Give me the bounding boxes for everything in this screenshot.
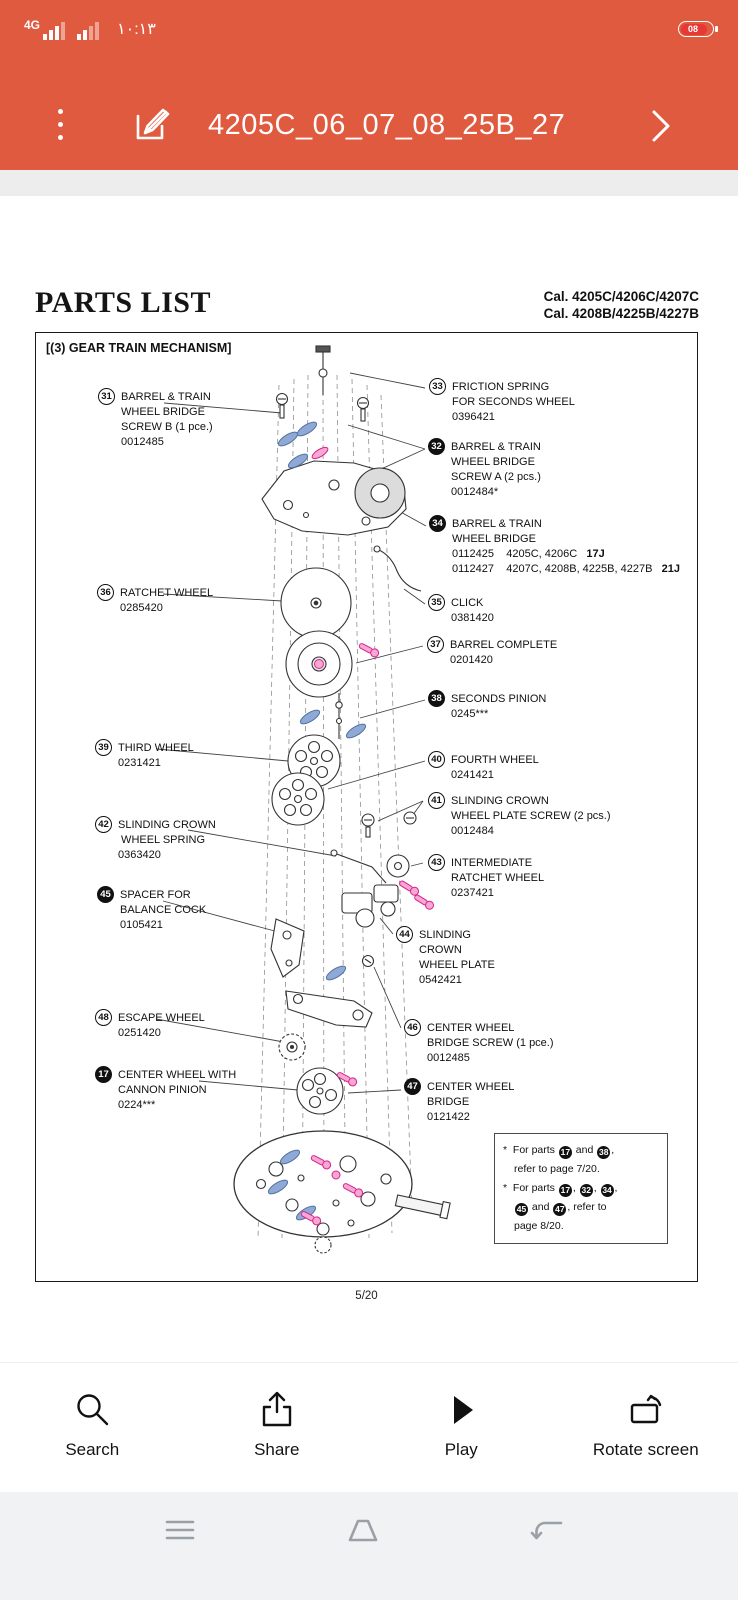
page-title: PARTS LIST bbox=[35, 286, 211, 319]
part-badge-45: 45 bbox=[97, 886, 114, 903]
note-part-badge-17: 17 bbox=[558, 1184, 572, 1197]
note-lines: * For parts 17 and 38, refer to page 7/20… bbox=[503, 1141, 659, 1236]
network-type-label: 4G bbox=[24, 18, 41, 32]
part-badge-43: 43 bbox=[428, 854, 445, 871]
note-line: * For parts 17 and 38, bbox=[503, 1144, 615, 1159]
kebab-menu-icon[interactable] bbox=[58, 109, 63, 140]
rotate-screen-label: Rotate screen bbox=[592, 1440, 699, 1459]
highlight-blue-parts bbox=[267, 421, 367, 1221]
part-badge-37: 37 bbox=[427, 636, 444, 653]
diagram-box: [(3) GEAR TRAIN MECHANISM] bbox=[35, 332, 698, 1282]
forward-chevron-icon[interactable] bbox=[644, 104, 678, 148]
part-badge-36: 36 bbox=[97, 584, 114, 601]
play-label: Play bbox=[444, 1440, 478, 1459]
play-button[interactable]: Play bbox=[369, 1363, 554, 1482]
part-badge-41: 41 bbox=[428, 792, 445, 809]
page-divider bbox=[0, 170, 738, 196]
highlight-pink-screws bbox=[300, 446, 435, 1226]
part-badge-44: 44 bbox=[396, 926, 413, 943]
part-badge-34: 34 bbox=[429, 515, 446, 532]
search-button[interactable]: Search bbox=[0, 1363, 185, 1482]
caliber-line-1: Cal. 4205C/4206C/4207C bbox=[543, 289, 699, 304]
battery-percent: 08 bbox=[687, 24, 698, 34]
part-badge-48: 48 bbox=[95, 1009, 112, 1026]
status-bar: 4G ١٠:١٣ 08 bbox=[0, 0, 738, 58]
note-line: refer to page 7/20. bbox=[514, 1163, 600, 1175]
bottom-toolbar: Search Share Play Rotate screen bbox=[0, 1362, 738, 1482]
note-part-badge-47: 47 bbox=[553, 1203, 567, 1216]
part-badge-33: 33 bbox=[429, 378, 446, 395]
rotate-screen-button[interactable]: Rotate screen bbox=[554, 1363, 738, 1482]
edit-icon[interactable] bbox=[130, 104, 172, 146]
rotate-screen-icon bbox=[630, 1394, 661, 1424]
battery-icon: 08 bbox=[678, 21, 718, 37]
clock: ١٠:١٣ bbox=[117, 21, 156, 38]
menu-icon[interactable] bbox=[160, 1510, 200, 1550]
share-button[interactable]: Share bbox=[185, 1363, 370, 1482]
back-icon[interactable] bbox=[528, 1510, 568, 1550]
footnote-box: * For parts 17 and 38, refer to page 7/20… bbox=[494, 1133, 668, 1244]
note-part-badge-45: 45 bbox=[515, 1203, 528, 1216]
search-label: Search bbox=[65, 1440, 120, 1459]
share-icon bbox=[262, 1391, 291, 1427]
leader-lines bbox=[155, 372, 427, 1094]
note-line: * For parts 17, 32, 34, bbox=[503, 1182, 618, 1197]
part-badge-31: 31 bbox=[98, 388, 115, 405]
signal-icon bbox=[43, 22, 66, 40]
exploded-diagram bbox=[155, 345, 451, 1254]
section-title: [(3) GEAR TRAIN MECHANISM] bbox=[46, 341, 232, 355]
parts-artwork bbox=[233, 345, 451, 1254]
note-part-badge-34: 34 bbox=[600, 1184, 614, 1197]
note-part-badge-38: 38 bbox=[597, 1146, 611, 1159]
page-number: 5/20 bbox=[355, 1290, 378, 1302]
signal2-icon bbox=[77, 22, 100, 40]
part-badge-32: 32 bbox=[428, 438, 445, 455]
note-part-badge-32: 32 bbox=[579, 1184, 593, 1197]
note-line: page 8/20. bbox=[514, 1220, 564, 1232]
note-line: 45 and 47, refer to bbox=[515, 1201, 607, 1216]
play-icon bbox=[454, 1396, 474, 1424]
part-badge-46: 46 bbox=[404, 1019, 421, 1036]
note-part-badge-17: 17 bbox=[558, 1146, 572, 1159]
document-title: 4205C_06_07_08_25B_27 bbox=[208, 109, 566, 141]
part-badge-38: 38 bbox=[428, 690, 445, 707]
home-icon[interactable] bbox=[343, 1510, 383, 1550]
part-badge-35: 35 bbox=[428, 594, 445, 611]
part-badge-39: 39 bbox=[95, 739, 112, 756]
share-label: Share bbox=[254, 1440, 300, 1459]
part-badge-40: 40 bbox=[428, 751, 445, 768]
part-badge-47: 47 bbox=[404, 1078, 421, 1095]
caliber-list: Cal. 4205C/4206C/4207C Cal. 4208B/4225B/… bbox=[544, 288, 699, 322]
part-badge-17: 17 bbox=[95, 1066, 112, 1083]
part-badge-42: 42 bbox=[95, 816, 112, 833]
android-nav-bar bbox=[0, 1492, 738, 1600]
app-header: 4205C_06_07_08_25B_27 bbox=[0, 58, 738, 170]
caliber-line-2: Cal. 4208B/4225B/4227B bbox=[543, 306, 699, 321]
search-icon bbox=[77, 1394, 109, 1426]
